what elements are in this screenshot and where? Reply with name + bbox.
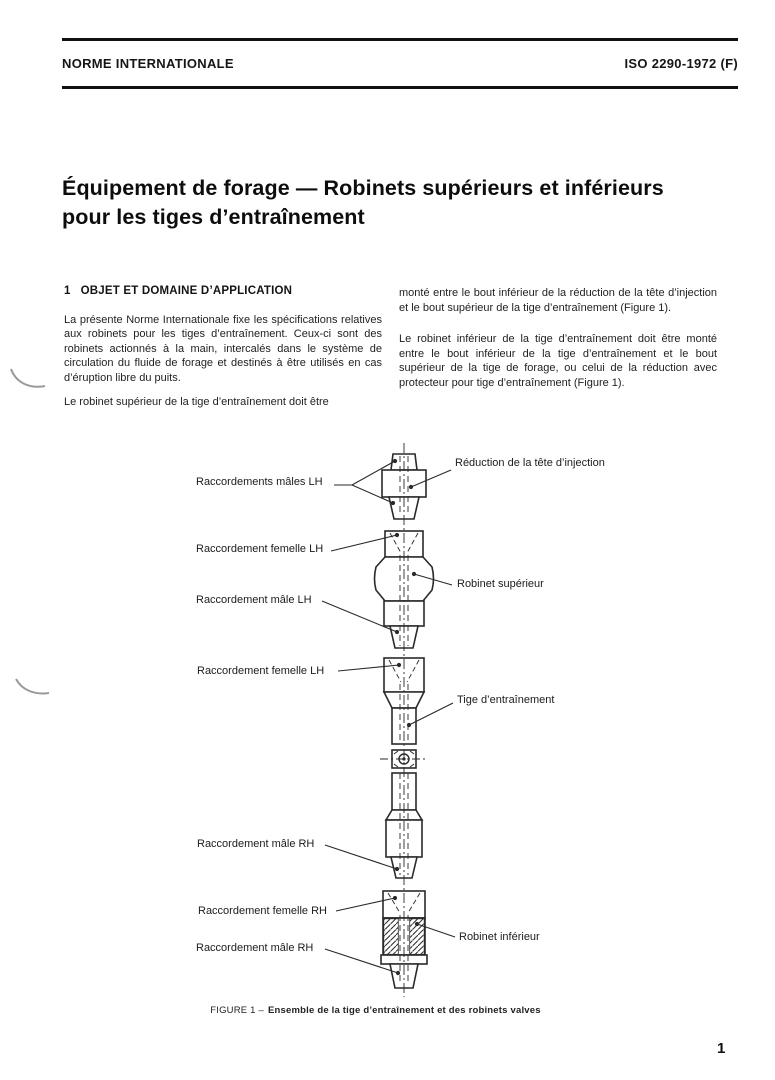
paragraph: monté entre le bout inférieur de la rédu…	[399, 287, 717, 314]
paragraph: La présente Norme Internationale fixe le…	[64, 313, 382, 384]
leader-lines	[321, 458, 456, 976]
figure-caption-prefix: FIGURE 1 –	[210, 1005, 264, 1016]
page-number: 1	[717, 1040, 726, 1057]
page-title-line1: Équipement de forage — Robinets supérieu…	[62, 176, 664, 200]
column-right: monté entre le bout inférieur de la rédu…	[399, 286, 717, 390]
figure-label-female-connection-lh-1: Raccordement femelle LH	[196, 543, 324, 555]
figure-label-male-connection-lh: Raccordement mâle LH	[196, 594, 312, 606]
header-top-rule	[62, 38, 738, 41]
figure-label-injection-head-reduction: Réduction de la tête d’injection	[455, 457, 605, 469]
paragraph: Le robinet supérieur de la tige d’entraî…	[64, 396, 329, 408]
page-title-line2: pour les tiges d’entraînement	[62, 205, 365, 229]
document-reference: ISO 2290-1972 (F)	[624, 56, 738, 71]
figure-label-male-connections-lh: Raccordements mâles LH	[196, 476, 323, 488]
figure-caption-text: Ensemble de la tige d’entraînement et de…	[268, 1005, 541, 1016]
figure-label-female-connection-rh: Raccordement femelle RH	[198, 905, 327, 917]
figure-label-male-connection-rh-2: Raccordement mâle RH	[196, 942, 314, 954]
paragraph: Le robinet inférieur de la tige d’entraî…	[399, 333, 717, 389]
figure-label-kelly: Tige d’entraînement	[457, 694, 555, 706]
column-left: 1 OBJET ET DOMAINE D’APPLICATION La prése…	[64, 284, 382, 410]
figure-label-female-connection-lh-2: Raccordement femelle LH	[197, 665, 325, 677]
figure-caption: FIGURE 1 – Ensemble de la tige d’entraîne…	[0, 1005, 763, 1016]
figure-1-drawing	[321, 443, 456, 997]
margin-mark	[15, 678, 50, 695]
figure-label-lower-cock: Robinet inférieur	[459, 931, 540, 943]
header-row: NORME INTERNATIONALE ISO 2290-1972 (F)	[62, 56, 738, 71]
margin-mark	[10, 368, 46, 388]
header-bottom-rule	[62, 86, 738, 89]
section-number: 1	[64, 285, 71, 297]
document-type-label: NORME INTERNATIONALE	[62, 56, 234, 71]
section-heading-text: OBJET ET DOMAINE D’APPLICATION	[80, 285, 293, 297]
figure-label-upper-cock: Robinet supérieur	[457, 578, 544, 590]
page-title: Équipement de forage — Robinets supérieu…	[62, 174, 742, 232]
section-heading: 1 OBJET ET DOMAINE D’APPLICATION	[64, 284, 382, 299]
margin-scan-marks	[10, 368, 50, 695]
figure-label-male-connection-rh-1: Raccordement mâle RH	[197, 838, 315, 850]
